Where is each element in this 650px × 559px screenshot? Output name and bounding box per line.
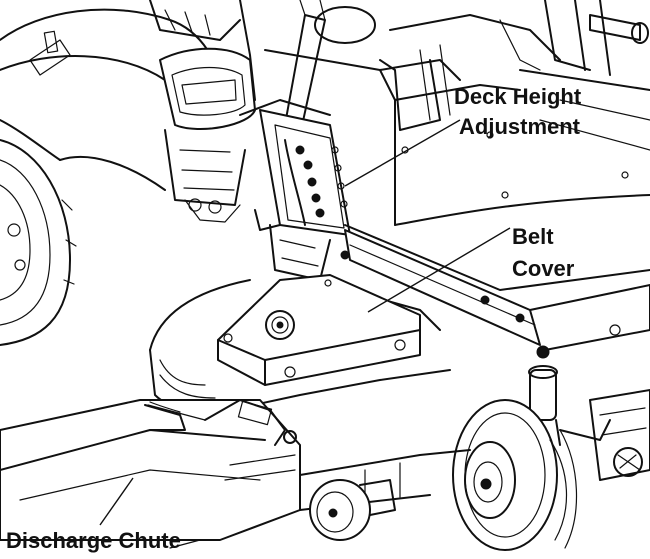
cross-arm — [340, 229, 650, 351]
front-caster-wheel — [452, 345, 578, 551]
deck-height-label-line1: Deck Height — [454, 84, 582, 109]
belt-cover-label-line2: Cover — [512, 256, 575, 281]
discharge-chute-label: Discharge Chute — [6, 528, 181, 553]
belt-cover-leader — [367, 227, 511, 313]
deck-height-label-line2: Adjustment — [459, 114, 581, 139]
discharge-chute — [0, 399, 301, 541]
right-anti-scalp-bracket — [559, 389, 650, 481]
leader-lines — [99, 119, 511, 549]
deck-height-adjustment-assembly — [239, 0, 396, 281]
deck-frame — [344, 0, 650, 291]
belt-cover — [217, 274, 421, 386]
discharge-chute-leader — [99, 477, 134, 526]
front-deck-skirt — [299, 449, 471, 541]
deck-height-leader — [344, 119, 461, 187]
belt-cover-label-line1: Belt — [512, 224, 554, 249]
left-rear-wheel — [0, 139, 77, 346]
mower-body — [0, 0, 256, 223]
